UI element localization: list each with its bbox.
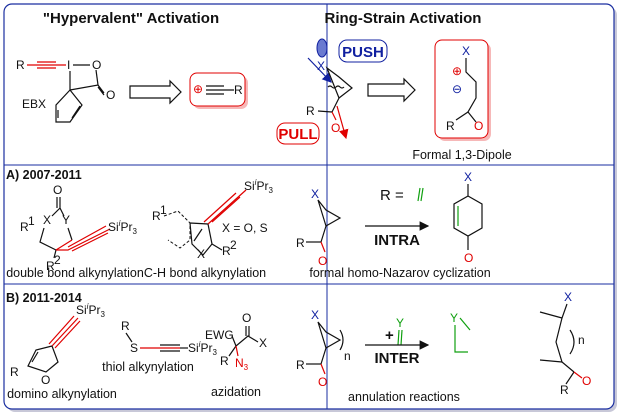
inter-label: INTER <box>375 350 420 367</box>
superscript: 1 <box>28 214 35 228</box>
pull-badge <box>276 122 320 145</box>
ring-size-n: n <box>578 333 585 347</box>
hollow-arrow <box>367 77 416 103</box>
section-b: B) 2011-2014 SiiPr3 R O domino alkynylat… <box>6 291 267 401</box>
superscript: 2 <box>230 238 237 252</box>
atom-r: R <box>560 383 569 397</box>
tips-label: SiiPr3 <box>244 178 273 195</box>
atom-i: I <box>67 58 70 72</box>
atom-r2: R <box>46 259 55 273</box>
atom-o: O <box>464 251 473 265</box>
atom-o: O <box>331 121 340 135</box>
atom-o: O <box>582 374 591 388</box>
ch-bond-caption: C-H bond alkynylation <box>144 266 266 280</box>
atom-o: O <box>318 254 327 268</box>
plus-sign: + <box>385 327 394 344</box>
hypervalent-title: "Hypervalent" Activation <box>43 10 219 27</box>
atom-o: O <box>53 183 62 197</box>
atom-o: O <box>474 119 483 133</box>
ring-strain-title: Ring-Strain Activation <box>325 10 482 27</box>
intra-label: INTRA <box>374 232 420 249</box>
atom-r: R <box>446 119 455 133</box>
atom-s: S <box>130 341 138 355</box>
dipole-caption: Formal 1,3-Dipole <box>412 148 511 162</box>
atom-x: X <box>564 290 572 304</box>
atom-x: X <box>311 308 319 322</box>
domino-caption: domino alkynylation <box>7 387 117 401</box>
atom-o: O <box>41 373 50 387</box>
atom-r: R <box>16 58 25 72</box>
plus-charge: ⊕ <box>452 64 462 78</box>
atom-x: X <box>259 336 267 350</box>
hypervalent-panel: "Hypervalent" Activation R I O O EBX ⊕ R <box>16 10 248 123</box>
atom-x: X <box>311 187 319 201</box>
section-a: A) 2007-2011 O X Y R 1 R 2 SiiPr3 double… <box>6 168 273 280</box>
ring-strain-panel: Ring-Strain Activation X PUSH R O PULL X… <box>276 10 512 162</box>
atom-r: R <box>296 236 305 250</box>
x-definition: X = O, S <box>222 221 268 235</box>
azide-label: N3 <box>235 356 249 372</box>
atom-y: Y <box>450 311 458 325</box>
nazarov-panel: X R O R = INTRA X O formal homo-Nazarov … <box>296 170 491 280</box>
atom-y: Y <box>62 213 70 227</box>
annulation-caption: annulation reactions <box>348 390 460 404</box>
atom-r: R <box>121 319 130 333</box>
atom-x: X <box>464 170 472 184</box>
atom-o-carbonyl: O <box>106 88 115 102</box>
atom-o: O <box>242 311 251 325</box>
push-label: PUSH <box>342 44 384 61</box>
annulation-panel: X n R O + Y INTER X Y n R O annulation r… <box>296 290 591 404</box>
atom-x: X <box>43 213 51 227</box>
r-condition: R = <box>380 187 404 204</box>
ebx-label: EBX <box>22 97 46 111</box>
nazarov-caption: formal homo-Nazarov cyclization <box>309 266 490 280</box>
atom-x: X <box>462 44 470 58</box>
atom-r: R <box>220 354 229 368</box>
atom-r2: R <box>222 244 231 258</box>
pull-label: PULL <box>278 126 317 143</box>
section-b-heading: B) 2011-2014 <box>6 291 82 305</box>
thiol-caption: thiol alkynylation <box>102 360 194 374</box>
atom-y: Y <box>396 316 404 330</box>
minus-charge: ⊖ <box>452 82 462 96</box>
ring-size-n: n <box>344 349 351 363</box>
atom-x: X <box>197 247 205 261</box>
atom-o: O <box>92 58 101 72</box>
atom-r1: R <box>20 220 29 234</box>
lone-pair-lobe <box>316 38 328 58</box>
double-bond-caption: double bond alkynylation <box>6 266 144 280</box>
atom-r: R <box>234 83 243 97</box>
atom-o: O <box>318 375 327 389</box>
atom-ewg: EWG <box>205 328 234 342</box>
atom-x: X <box>317 59 325 73</box>
azidation-caption: azidation <box>211 385 261 399</box>
plus-charge: ⊕ <box>193 82 203 96</box>
superscript: 1 <box>160 203 167 217</box>
atom-r: R <box>306 104 315 118</box>
dipole-box <box>434 39 489 139</box>
tips-label: SiiPr3 <box>108 219 137 236</box>
hollow-arrow <box>129 79 182 105</box>
atom-r: R <box>296 358 305 372</box>
push-badge <box>338 39 388 63</box>
atom-r1: R <box>152 209 161 223</box>
atom-r: R <box>10 365 19 379</box>
section-a-heading: A) 2007-2011 <box>6 168 82 182</box>
tips-label: SiiPr3 <box>76 302 105 319</box>
tips-label: SiiPr3 <box>188 340 217 357</box>
superscript: 2 <box>54 253 61 267</box>
